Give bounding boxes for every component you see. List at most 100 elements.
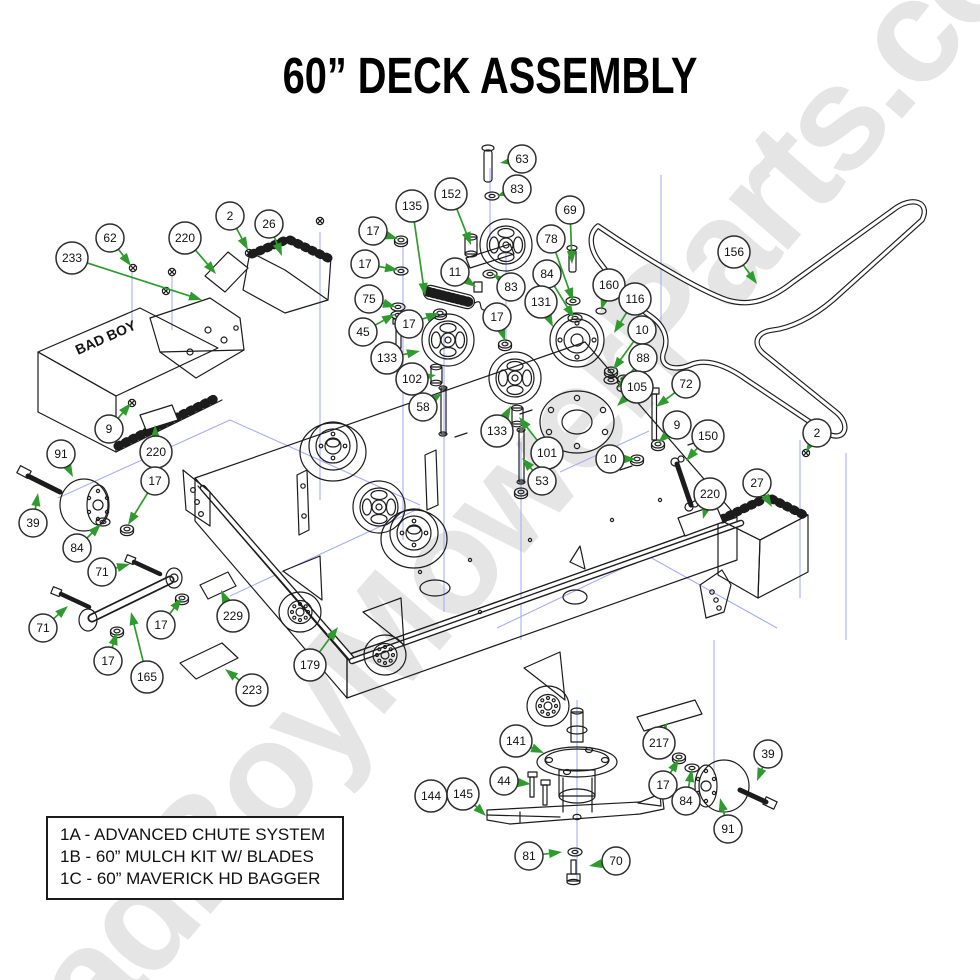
callout-44[interactable]: 44 <box>489 766 519 796</box>
callout-220[interactable]: 220 <box>139 435 173 469</box>
callout-71[interactable]: 71 <box>87 557 117 587</box>
callout-9[interactable]: 9 <box>662 410 692 440</box>
callout-17[interactable]: 17 <box>648 770 678 800</box>
callout-17[interactable]: 17 <box>394 309 424 339</box>
svg-text:84: 84 <box>679 794 693 808</box>
deflector-baffle <box>242 216 333 314</box>
callout-233[interactable]: 233 <box>55 241 89 275</box>
svg-text:133: 133 <box>487 424 507 438</box>
callout-39[interactable]: 39 <box>753 739 783 769</box>
callout-2[interactable]: 2 <box>802 418 832 448</box>
svg-text:217: 217 <box>649 736 669 750</box>
callout-91[interactable]: 91 <box>713 814 743 844</box>
callout-133[interactable]: 133 <box>480 414 514 448</box>
callout-220[interactable]: 220 <box>168 221 202 255</box>
callout-83[interactable]: 83 <box>496 272 526 302</box>
callout-165[interactable]: 165 <box>130 660 164 694</box>
svg-text:39: 39 <box>761 747 775 761</box>
callout-26[interactable]: 26 <box>254 209 284 239</box>
callout-102[interactable]: 102 <box>395 362 429 396</box>
callout-63[interactable]: 63 <box>507 144 537 174</box>
svg-text:84: 84 <box>540 267 554 281</box>
callout-53[interactable]: 53 <box>527 466 557 496</box>
callout-91[interactable]: 91 <box>46 439 76 469</box>
callout-2[interactable]: 2 <box>215 201 245 231</box>
callout-88[interactable]: 88 <box>628 343 658 373</box>
svg-text:71: 71 <box>95 565 109 579</box>
svg-text:2: 2 <box>814 426 821 440</box>
callout-17[interactable]: 17 <box>350 249 380 279</box>
callout-9[interactable]: 9 <box>94 414 124 444</box>
svg-text:145: 145 <box>453 787 473 801</box>
decal-stickers <box>139 251 724 732</box>
svg-text:63: 63 <box>515 152 529 166</box>
callout-160[interactable]: 160 <box>592 268 626 302</box>
callout-156[interactable]: 156 <box>717 235 751 269</box>
callout-72[interactable]: 72 <box>671 369 701 399</box>
callout-75[interactable]: 75 <box>354 284 384 314</box>
svg-text:70: 70 <box>609 854 623 868</box>
callout-84[interactable]: 84 <box>671 786 701 816</box>
page-title: 60” DECK ASSEMBLY <box>282 47 698 104</box>
svg-text:78: 78 <box>544 232 558 246</box>
chute-assembly: BAD BOY <box>37 263 245 453</box>
callout-17[interactable]: 17 <box>93 646 123 676</box>
callout-10[interactable]: 10 <box>627 315 657 345</box>
svg-text:223: 223 <box>242 683 262 697</box>
callout-17[interactable]: 17 <box>140 466 170 496</box>
svg-text:88: 88 <box>636 351 650 365</box>
clutch-pulley-stack <box>549 244 645 401</box>
callout-62[interactable]: 62 <box>95 223 125 253</box>
svg-text:17: 17 <box>366 224 380 238</box>
callout-133[interactable]: 133 <box>370 341 404 375</box>
svg-text:53: 53 <box>535 474 549 488</box>
svg-text:133: 133 <box>377 351 397 365</box>
callout-217[interactable]: 217 <box>642 726 676 760</box>
callout-229[interactable]: 229 <box>216 599 250 633</box>
svg-text:105: 105 <box>627 380 647 394</box>
callout-84[interactable]: 84 <box>62 533 92 563</box>
callout-144[interactable]: 144 <box>414 779 448 813</box>
svg-text:9: 9 <box>674 418 681 432</box>
callout-45[interactable]: 45 <box>348 317 378 347</box>
callout-11[interactable]: 11 <box>440 257 470 287</box>
callout-17[interactable]: 17 <box>358 216 388 246</box>
callout-17[interactable]: 17 <box>482 302 512 332</box>
callout-150[interactable]: 150 <box>691 419 725 453</box>
callout-71[interactable]: 71 <box>28 613 58 643</box>
svg-text:2: 2 <box>227 209 234 223</box>
callout-152[interactable]: 152 <box>434 177 468 211</box>
callout-101[interactable]: 101 <box>530 436 564 470</box>
callout-135[interactable]: 135 <box>395 189 429 223</box>
legend-item-1c: 1C - 60” MAVERICK HD BAGGER <box>60 869 321 888</box>
callout-223[interactable]: 223 <box>235 673 269 707</box>
callout-145[interactable]: 145 <box>446 777 480 811</box>
callout-58[interactable]: 58 <box>408 392 438 422</box>
callout-10[interactable]: 10 <box>595 444 625 474</box>
callout-131[interactable]: 131 <box>524 285 558 319</box>
callout-179[interactable]: 179 <box>293 648 327 682</box>
callout-70[interactable]: 70 <box>601 846 631 876</box>
callout-141[interactable]: 141 <box>499 724 533 758</box>
callout-17[interactable]: 17 <box>146 610 176 640</box>
svg-text:150: 150 <box>698 429 718 443</box>
left-caster-assembly <box>16 398 137 537</box>
svg-text:17: 17 <box>358 257 372 271</box>
callout-116[interactable]: 116 <box>618 282 652 316</box>
svg-text:179: 179 <box>300 658 320 672</box>
callout-84[interactable]: 84 <box>532 259 562 289</box>
svg-text:165: 165 <box>137 670 157 684</box>
callout-81[interactable]: 81 <box>514 841 544 871</box>
callout-27[interactable]: 27 <box>742 468 772 498</box>
callout-220[interactable]: 220 <box>693 477 727 511</box>
svg-text:220: 220 <box>175 231 195 245</box>
callout-69[interactable]: 69 <box>555 195 585 225</box>
callout-78[interactable]: 78 <box>536 224 566 254</box>
callout-105[interactable]: 105 <box>620 370 654 404</box>
callout-83[interactable]: 83 <box>502 174 532 204</box>
svg-text:83: 83 <box>504 280 518 294</box>
svg-text:75: 75 <box>362 292 376 306</box>
callout-39[interactable]: 39 <box>18 508 48 538</box>
legend-item-1b: 1B - 60” MULCH KIT W/ BLADES <box>60 847 314 866</box>
